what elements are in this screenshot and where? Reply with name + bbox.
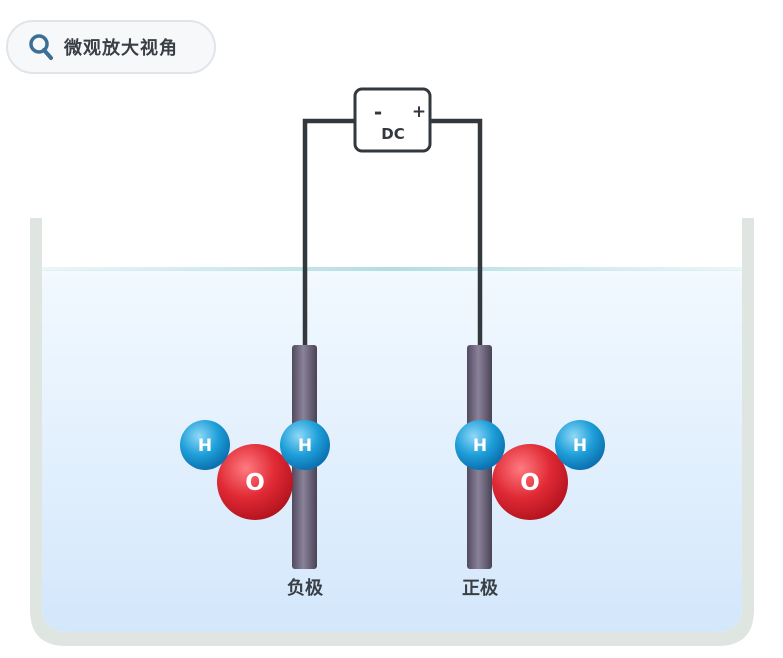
water-surface bbox=[42, 267, 742, 271]
wire-negative bbox=[302, 118, 356, 348]
dc-power-supply bbox=[353, 87, 432, 153]
hydrogen-symbol: H bbox=[298, 436, 312, 456]
micro-view-button[interactable]: 微观放大视角 bbox=[6, 20, 216, 74]
anode-label: 正极 bbox=[462, 578, 499, 599]
hydrogen-symbol: H bbox=[573, 436, 587, 456]
hydrogen-symbol: H bbox=[198, 436, 212, 456]
water-molecule-left: O H H bbox=[180, 420, 330, 520]
water bbox=[42, 270, 742, 632]
hydrogen-atom bbox=[280, 420, 330, 470]
wire-positive bbox=[430, 118, 483, 348]
hydrogen-atom bbox=[455, 420, 505, 470]
dc-positive-sign: + bbox=[412, 102, 426, 122]
water-molecule-right: O H H bbox=[455, 420, 605, 520]
magnifier-icon bbox=[28, 33, 54, 61]
dc-label: DC bbox=[381, 125, 404, 143]
micro-view-label: 微观放大视角 bbox=[64, 38, 178, 59]
dc-negative-sign: - bbox=[374, 100, 382, 124]
oxygen-symbol: O bbox=[520, 470, 540, 496]
oxygen-atom bbox=[492, 444, 568, 520]
oxygen-symbol: O bbox=[245, 470, 265, 496]
hydrogen-symbol: H bbox=[473, 436, 487, 456]
hydrogen-atom bbox=[555, 420, 605, 470]
hydrogen-atom bbox=[180, 420, 230, 470]
cathode-label: 负极 bbox=[287, 577, 324, 599]
oxygen-atom bbox=[217, 444, 293, 520]
